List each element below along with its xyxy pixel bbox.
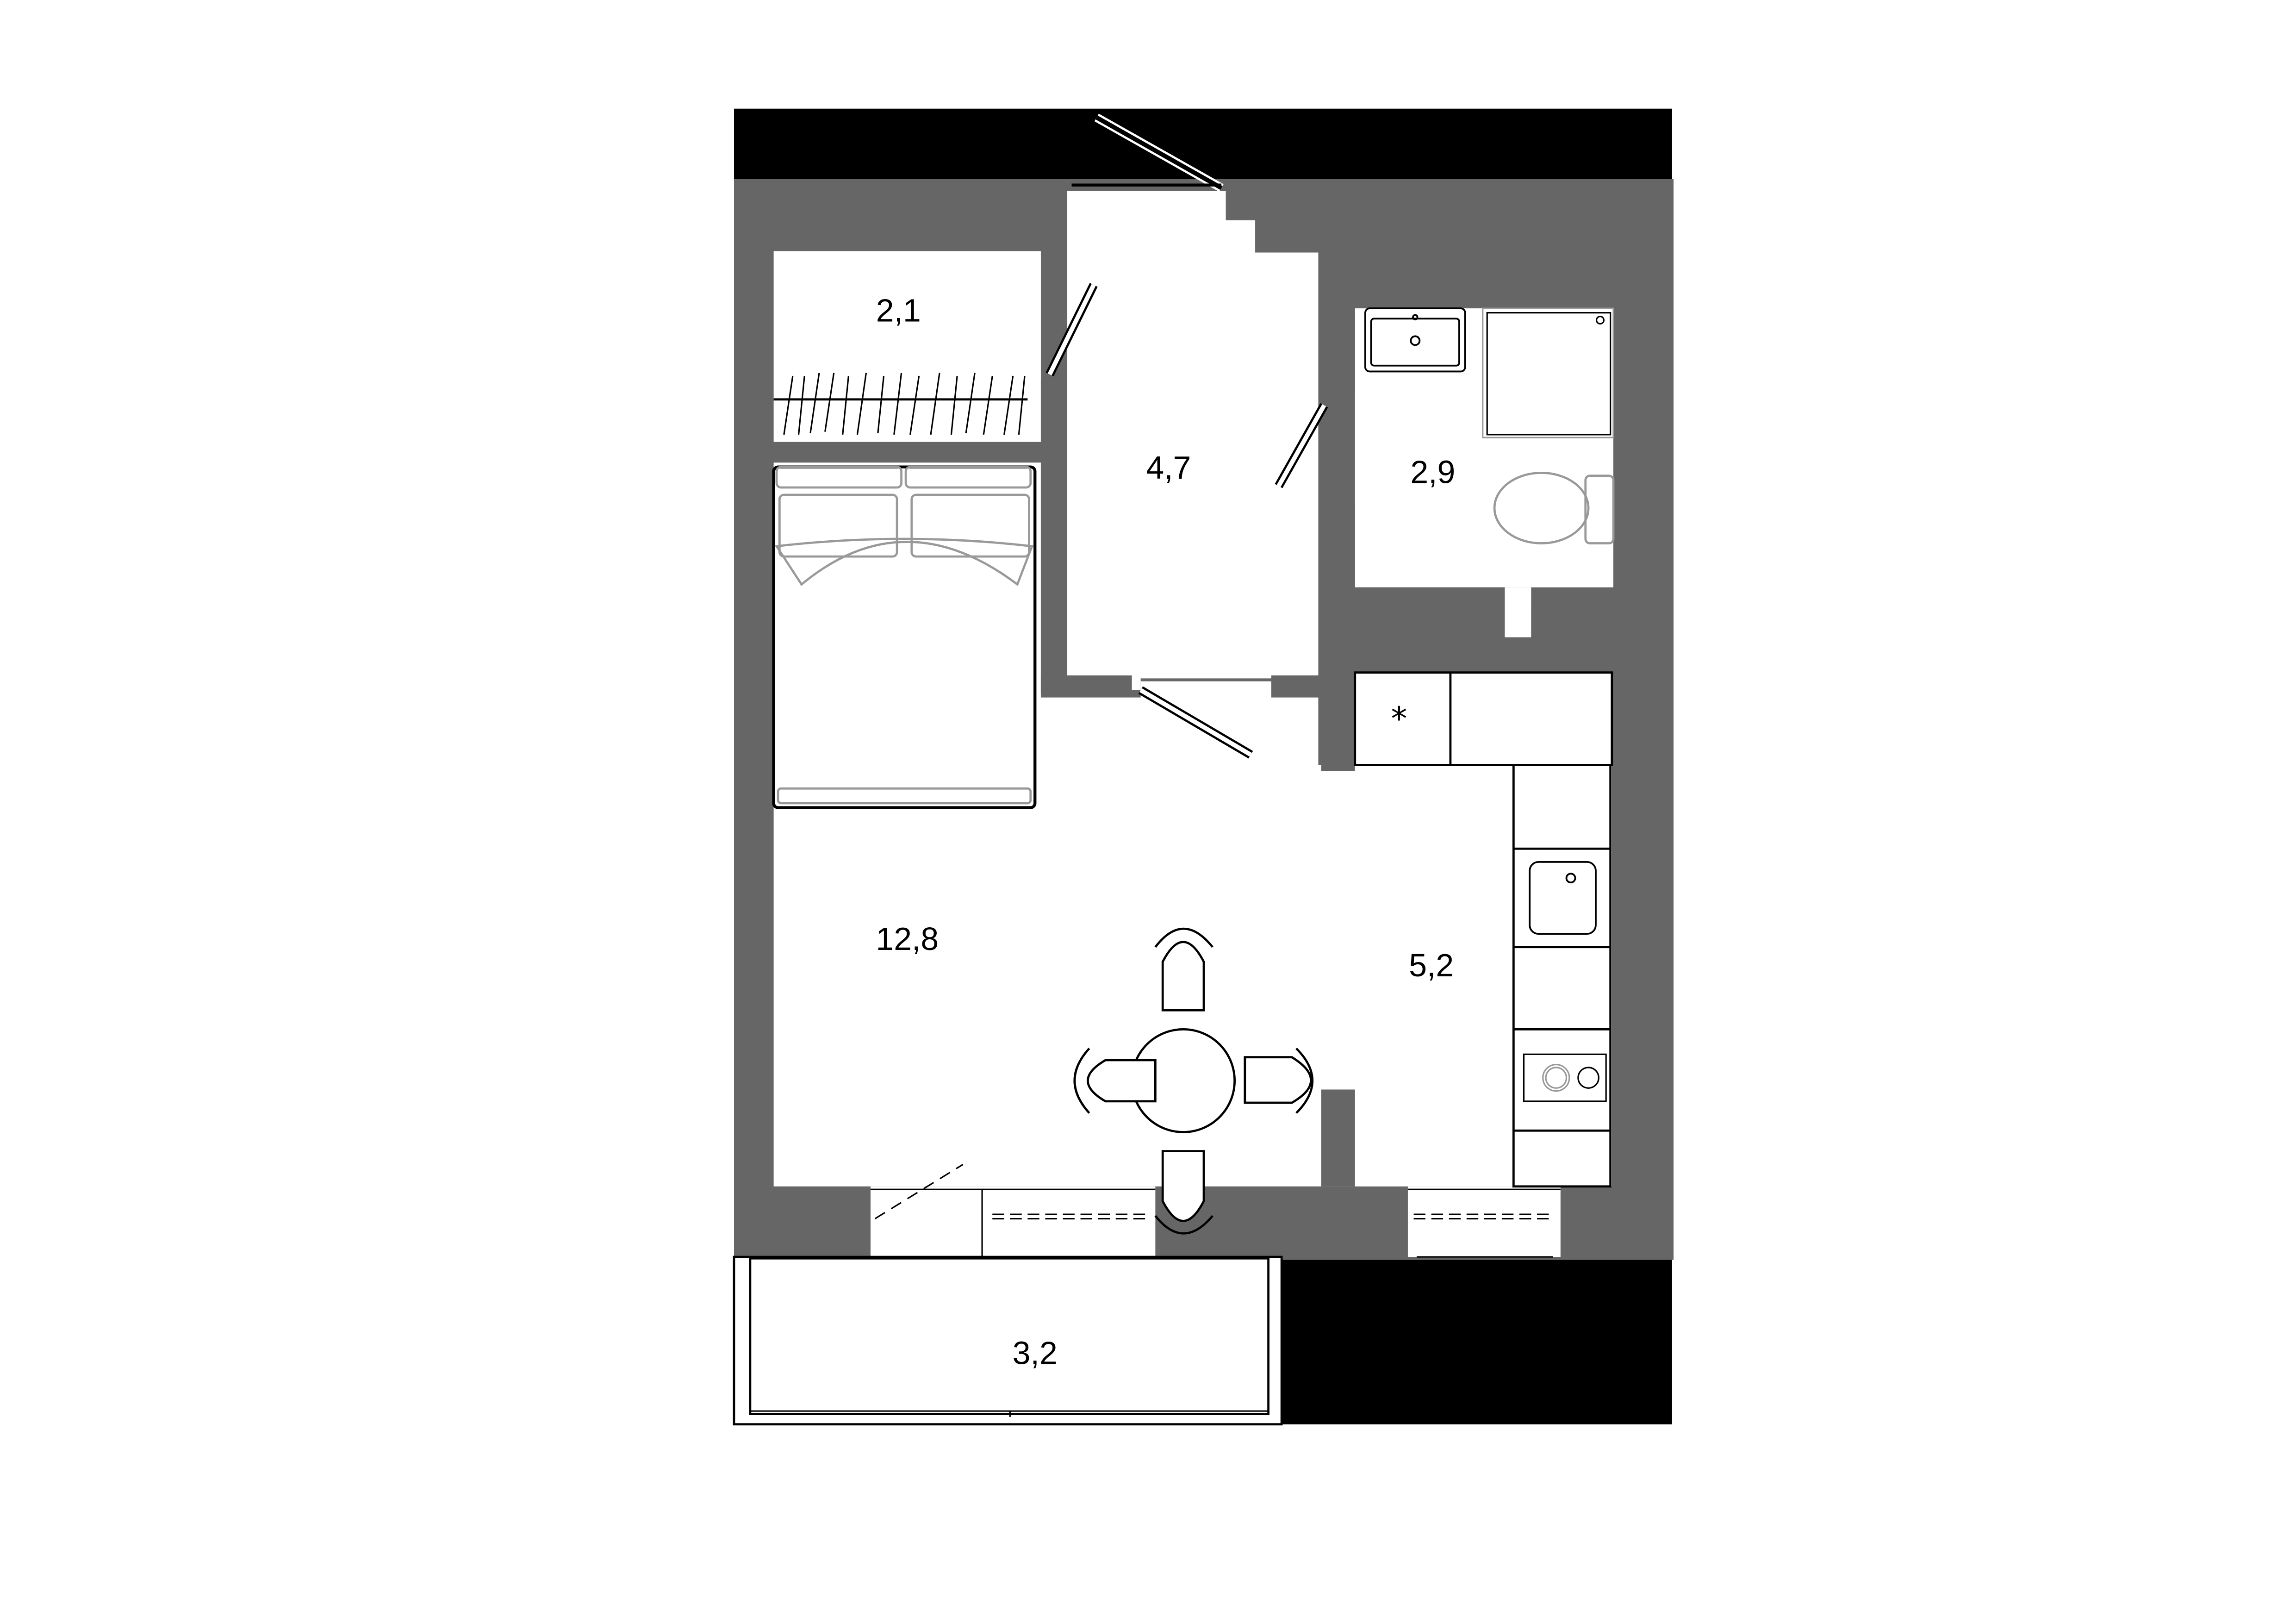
kitchen-sink-icon (1529, 861, 1597, 935)
wall-segment (1321, 252, 1355, 397)
exterior-top (734, 108, 1672, 182)
balcony (733, 1255, 1283, 1426)
wall-segment (1040, 675, 1132, 695)
wall-segment (1271, 675, 1355, 695)
area-label-kitchen: 5,2 (1409, 947, 1454, 983)
utility-marker: * (1391, 700, 1407, 737)
wardrobe-door[interactable] (1045, 283, 1098, 377)
wall-segment (1355, 587, 1505, 673)
area-label-balcony: 3,2 (1013, 1335, 1058, 1371)
entrance-door[interactable] (1071, 113, 1224, 192)
wall-segment (1321, 1089, 1355, 1187)
shower-tray-icon (1482, 307, 1614, 438)
area-label-wardrobe: 2,1 (876, 293, 921, 329)
window-kitchen (1407, 1188, 1561, 1258)
wall-segment (1040, 379, 1068, 695)
wall-segment (1531, 605, 1614, 673)
balcony-door-swing[interactable] (874, 1163, 964, 1219)
wardrobe-rail-icon (773, 373, 1028, 435)
wall-segment (773, 442, 1041, 463)
double-bed-icon (772, 465, 1037, 809)
area-label-living-room: 12,8 (876, 921, 939, 957)
bathroom-door[interactable] (1275, 403, 1328, 488)
floors (773, 191, 1614, 1257)
bathroom-sink-icon (1364, 307, 1466, 373)
area-label-bathroom: 2,9 (1410, 454, 1455, 490)
exterior-bottom-right (1282, 1257, 1672, 1424)
kitchen-counter (1512, 764, 1612, 1188)
stove-icon (1523, 1053, 1607, 1102)
utility-niche: * (1354, 671, 1613, 766)
living-room-door[interactable] (1138, 686, 1253, 759)
area-label-hallway: 4,7 (1146, 450, 1191, 486)
dining-table-icon (1073, 927, 1314, 1235)
wall-segment (1321, 499, 1355, 771)
toilet-icon (1493, 471, 1615, 544)
